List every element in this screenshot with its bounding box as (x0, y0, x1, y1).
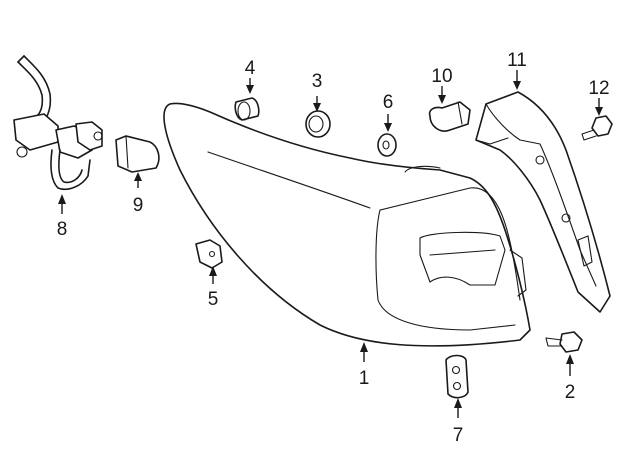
bulb-drawing (428, 101, 471, 132)
socket-drawing (115, 135, 160, 173)
gasket-drawing (445, 354, 469, 399)
bracket-drawing (475, 91, 611, 313)
callout-5: 5 (208, 289, 219, 310)
callout-1: 1 (359, 368, 370, 389)
clip-drawing (195, 239, 223, 269)
cap-drawing (234, 97, 260, 121)
callout-11: 11 (507, 50, 527, 71)
callout-labels: 1 2 3 4 5 6 7 8 9 10 11 12 (57, 50, 610, 446)
callout-8: 8 (57, 219, 68, 240)
callout-9: 9 (133, 195, 144, 216)
callout-12: 12 (588, 78, 609, 99)
callout-6: 6 (383, 92, 394, 113)
callout-10: 10 (431, 66, 452, 87)
leader-lines (58, 70, 603, 418)
tail-lamp-housing (163, 102, 531, 347)
wire-harness-drawing (13, 55, 103, 191)
screw-2-drawing (545, 331, 583, 353)
bolt-12-drawing (581, 115, 613, 141)
callout-7: 7 (453, 425, 464, 446)
callout-4: 4 (245, 58, 256, 79)
grommet-drawing (305, 110, 331, 138)
washer-drawing (377, 133, 397, 157)
callout-2: 2 (565, 382, 576, 403)
callout-3: 3 (312, 71, 323, 92)
